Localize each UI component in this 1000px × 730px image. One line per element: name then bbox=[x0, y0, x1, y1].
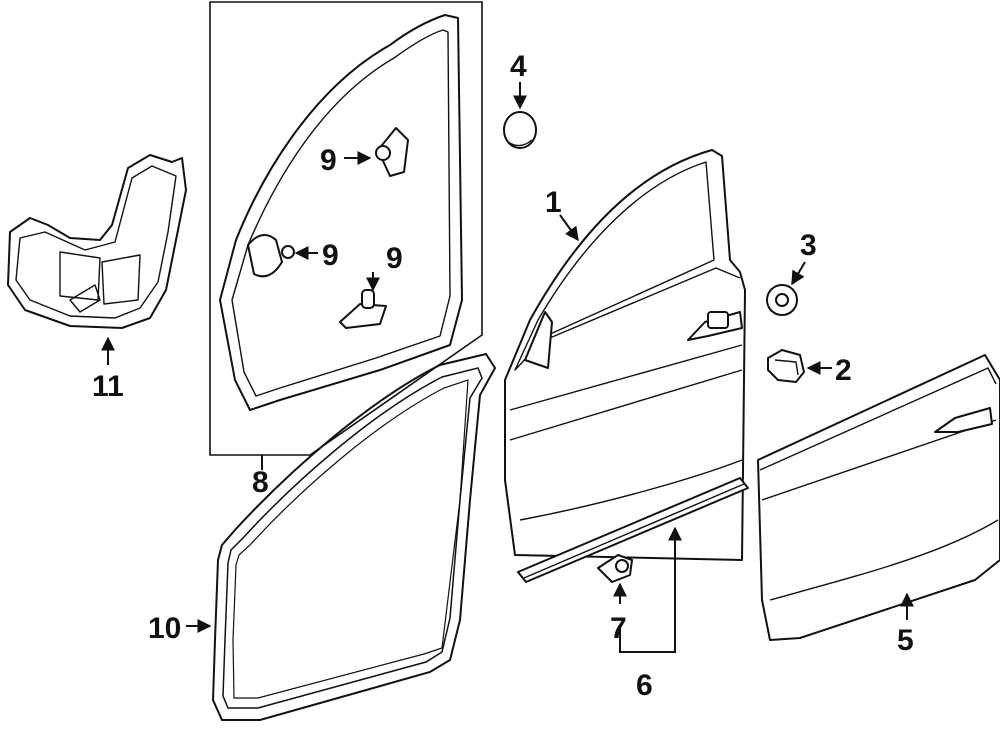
callout-8: 8 bbox=[252, 466, 269, 499]
part-8-box bbox=[209, 1, 483, 456]
callout-9-upper: 9 bbox=[320, 144, 337, 177]
callout-11: 11 bbox=[92, 370, 124, 403]
callout-7: 7 bbox=[610, 612, 627, 645]
callout-9-lower: 9 bbox=[386, 242, 403, 275]
part-8-door-seal bbox=[219, 14, 463, 411]
part-9-clip-left bbox=[247, 234, 295, 278]
part-1-door-shell bbox=[504, 149, 746, 561]
callout-1: 1 bbox=[545, 186, 562, 219]
part-7-clip bbox=[597, 554, 633, 583]
part-11-shield bbox=[7, 154, 187, 329]
part-9-clip-upper bbox=[375, 127, 409, 177]
callout-2: 2 bbox=[835, 354, 852, 387]
callout-4: 4 bbox=[510, 50, 527, 83]
callout-10: 10 bbox=[148, 612, 181, 645]
callout-3: 3 bbox=[800, 229, 817, 262]
part-5-door-skin bbox=[757, 354, 1000, 641]
callout-9-left: 9 bbox=[322, 239, 339, 272]
part-10-weatherstrip bbox=[211, 352, 497, 721]
part-9-clip-lower bbox=[339, 289, 387, 329]
part-2-stopper bbox=[767, 349, 805, 383]
callout-5: 5 bbox=[897, 624, 914, 657]
callout-6: 6 bbox=[636, 669, 653, 702]
leader-lines bbox=[101, 82, 914, 653]
part-3-grommet bbox=[766, 284, 798, 316]
part-4-plug bbox=[503, 111, 537, 149]
part-6-sill-garnish bbox=[517, 477, 749, 583]
